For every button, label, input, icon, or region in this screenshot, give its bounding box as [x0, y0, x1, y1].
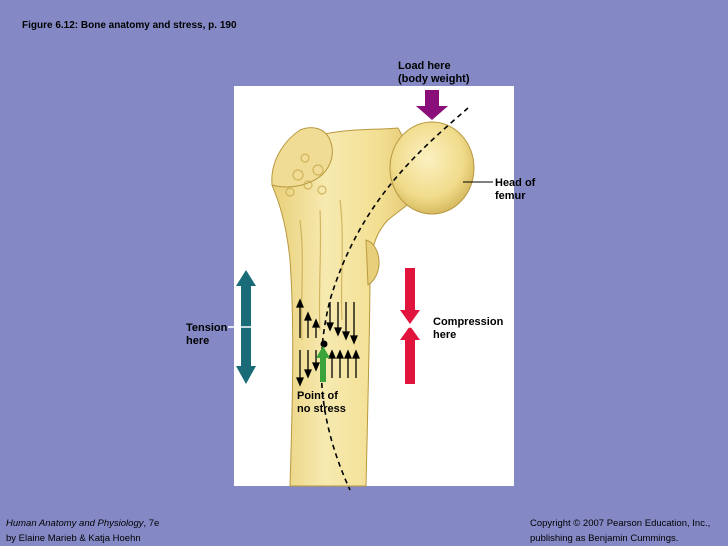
lesser-trochanter — [365, 239, 380, 286]
spongy-bone-texture — [285, 153, 343, 341]
publisher-text: publishing as Benjamin Cummings. — [530, 533, 679, 544]
no-stress-label: Point of no stress — [297, 390, 346, 415]
head-of-femur-label: Head of femur — [495, 177, 536, 202]
no-stress-arrow — [316, 346, 330, 382]
stress-arrows — [296, 298, 360, 387]
femur-head — [389, 121, 475, 215]
book-edition: , 7e — [143, 518, 160, 529]
tension-arrow — [236, 270, 256, 384]
compression-arrow — [400, 268, 420, 384]
load-label: Load here (body weight) — [398, 60, 470, 85]
figure-title: Figure 6.12: Bone anatomy and stress, p.… — [22, 20, 237, 31]
load-arrow — [416, 90, 448, 120]
book-title: Human Anatomy and Physiology — [6, 518, 144, 529]
compression-label: Compression here — [433, 316, 504, 341]
copyright-text: Copyright © 2007 Pearson Education, Inc.… — [530, 518, 711, 529]
footer-copyright: Copyright © 2007 Pearson Education, Inc.… — [530, 516, 710, 546]
footer-citation: Human Anatomy and Physiology, 7e by Elai… — [6, 516, 159, 546]
book-authors: by Elaine Marieb & Katja Hoehn — [6, 533, 141, 544]
tension-label: Tension here — [186, 322, 228, 347]
neutral-point-dot — [320, 340, 328, 348]
